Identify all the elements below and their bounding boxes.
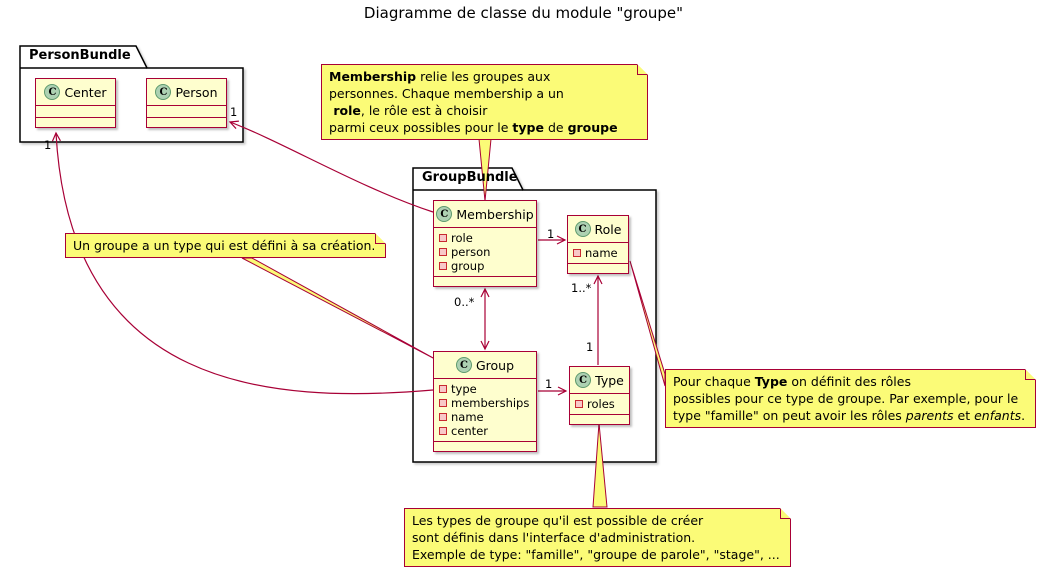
class-name: Role (594, 221, 622, 237)
note-line: sont définis dans l'interface d'administ… (412, 530, 696, 545)
class-icon: C (574, 221, 591, 237)
class-center: C Center (35, 78, 116, 128)
attributes-compartment: name (568, 242, 628, 263)
class-type-header: C Type (570, 367, 629, 393)
class-name: Type (595, 372, 624, 388)
note-connector-group-creation (241, 257, 436, 360)
class-icon: C (155, 84, 172, 100)
field-icon (439, 385, 447, 393)
class-person-header: C Person (147, 79, 226, 105)
multiplicity-membership-group: 0..* (454, 295, 475, 309)
class-name: Center (64, 84, 107, 100)
field-icon (439, 262, 447, 270)
field-icon (439, 413, 447, 421)
attributes-compartment: type memberships name center (434, 378, 536, 441)
methods-compartment (147, 117, 226, 127)
field-icon (439, 399, 447, 407)
package-label-group-bundle: GroupBundle (422, 170, 518, 185)
class-group-header: C Group (434, 352, 536, 378)
note-line: Membership relie les groupes aux (329, 69, 551, 84)
class-name: Group (475, 357, 515, 373)
class-type: C Type roles (569, 366, 630, 425)
attributes-compartment: roles (570, 393, 629, 414)
note-membership: Membership relie les groupes aux personn… (321, 64, 648, 140)
methods-compartment (434, 276, 536, 286)
note-line: role, le rôle est à choisir (329, 103, 488, 118)
field-icon (573, 249, 581, 257)
note-admin-types: Les types de groupe qu'il est possible d… (404, 508, 791, 567)
attributes-compartment: role person group (434, 227, 536, 276)
multiplicity-type-role-far: 1..* (571, 281, 592, 295)
attributes-compartment (36, 105, 115, 117)
attribute-name: name (451, 410, 484, 424)
attribute-name: memberships (451, 396, 530, 410)
field-icon (439, 427, 447, 435)
class-name: Membership (456, 206, 534, 222)
note-line: possibles pour ce type de groupe. Par ex… (673, 391, 1019, 406)
note-line: parmi ceux possibles pour le type de gro… (329, 120, 618, 135)
attribute-row: group (439, 259, 531, 273)
attribute-name: type (451, 382, 477, 396)
class-membership: C Membership role person group (433, 200, 537, 287)
class-person: C Person (146, 78, 227, 128)
class-group: C Group type memberships name center (433, 351, 537, 452)
field-icon (575, 400, 583, 408)
multiplicity-membership-role: 1 (547, 227, 555, 241)
class-center-header: C Center (36, 79, 115, 105)
attribute-row: role (439, 231, 531, 245)
class-icon: C (436, 206, 453, 222)
field-icon (439, 234, 447, 242)
note-line: Les types de groupe qu'il est possible d… (412, 513, 704, 528)
class-role-header: C Role (568, 216, 628, 242)
attribute-row: center (439, 424, 531, 438)
multiplicity-group-center: 1 (44, 138, 52, 152)
attribute-name: name (585, 246, 618, 260)
attribute-row: type (439, 382, 531, 396)
edge-membership-person (228, 120, 434, 213)
class-icon: C (44, 84, 61, 100)
class-icon: C (455, 357, 472, 373)
attribute-row: memberships (439, 396, 531, 410)
attribute-name: center (451, 424, 488, 438)
methods-compartment (36, 117, 115, 127)
field-icon (439, 248, 447, 256)
methods-compartment (568, 263, 628, 273)
attribute-row: person (439, 245, 531, 259)
edge-group-center (51, 131, 434, 395)
methods-compartment (570, 414, 629, 424)
attribute-name: role (451, 231, 473, 245)
attribute-name: roles (587, 397, 615, 411)
methods-compartment (434, 441, 536, 451)
class-name: Person (175, 84, 218, 100)
attribute-row: roles (575, 397, 624, 411)
attribute-name: group (451, 259, 485, 273)
note-line: Exemple de type: "famille", "groupe de p… (412, 547, 780, 562)
note-line: type "famille" on peut avoir les rôles p… (673, 408, 1026, 423)
multiplicity-membership-person: 1 (230, 105, 238, 119)
class-membership-header: C Membership (434, 201, 536, 227)
class-role: C Role name (567, 215, 629, 274)
attribute-name: person (451, 245, 491, 259)
note-group-creation: Un groupe a un type qui est défini à sa … (65, 233, 386, 258)
note-line: Pour chaque Type on définit des rôles (673, 374, 911, 389)
attribute-row: name (439, 410, 531, 424)
note-line: Un groupe a un type qui est défini à sa … (73, 238, 376, 253)
note-connector-admin-types (592, 422, 608, 508)
multiplicity-group-type: 1 (545, 377, 553, 391)
package-label-person-bundle: PersonBundle (29, 48, 131, 63)
note-line: personnes. Chaque membership a un (329, 86, 564, 101)
attributes-compartment (147, 105, 226, 117)
diagram-title: Diagramme de classe du module "groupe" (363, 4, 684, 22)
attribute-row: name (573, 246, 623, 260)
multiplicity-type-role-near: 1 (586, 340, 594, 354)
class-icon: C (575, 372, 592, 388)
note-type-roles: Pour chaque Type on définit des rôles po… (665, 369, 1036, 428)
